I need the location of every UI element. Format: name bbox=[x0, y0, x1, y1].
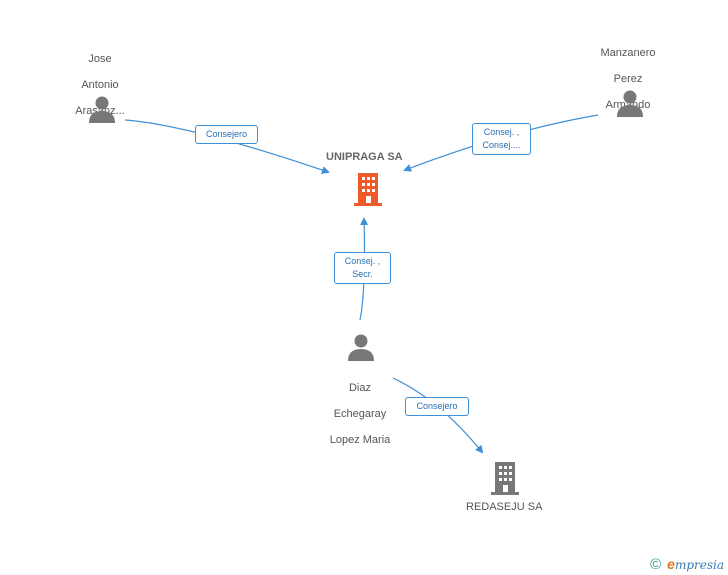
building-icon-main[interactable] bbox=[352, 171, 384, 207]
company-label-redaseju[interactable]: REDASEJU SA bbox=[466, 501, 543, 513]
edge-label-diaz-unipraga[interactable]: Consej. , Secr. bbox=[334, 252, 391, 284]
person-icon[interactable] bbox=[615, 88, 645, 118]
person-label-diaz[interactable]: Diaz Echegaray Lopez Maria bbox=[329, 382, 391, 446]
brand-logo-e: e bbox=[667, 556, 675, 572]
copyright-icon: © bbox=[650, 556, 662, 573]
person-icon[interactable] bbox=[87, 94, 117, 124]
building-icon[interactable] bbox=[489, 460, 521, 496]
edge-label-jose-unipraga[interactable]: Consejero bbox=[195, 125, 258, 144]
brand-logo-text: mpresia bbox=[674, 558, 724, 572]
footer-brand: © empresia bbox=[650, 556, 724, 573]
edge-label-manzanero-unipraga[interactable]: Consej. , Consej.... bbox=[472, 123, 531, 155]
company-label-unipraga[interactable]: UNIPRAGA SA bbox=[326, 151, 403, 163]
person-label-jose[interactable]: Jose Antonio Arasanz... bbox=[75, 53, 125, 117]
person-icon[interactable] bbox=[346, 332, 376, 362]
edge-label-diaz-redaseju[interactable]: Consejero bbox=[405, 397, 469, 416]
